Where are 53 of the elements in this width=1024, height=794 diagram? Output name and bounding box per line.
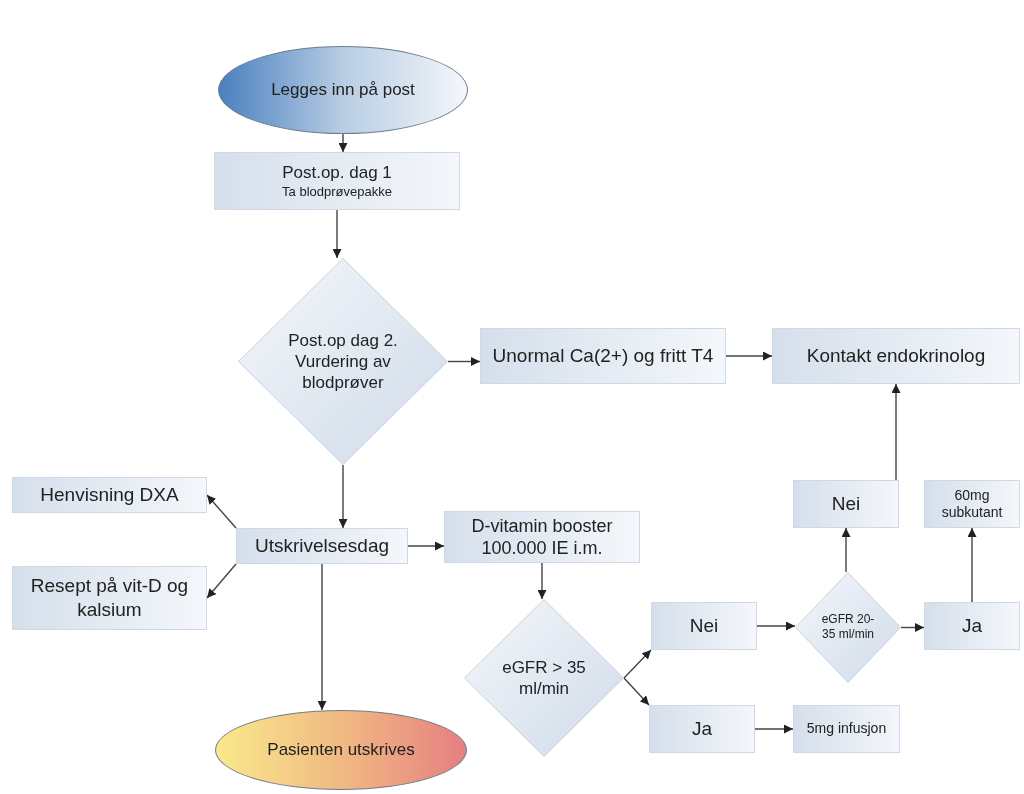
node-text: 5mg infusjon — [806, 720, 887, 738]
process-box — [12, 566, 207, 630]
node-text: eGFR 20-35 ml/min — [820, 612, 876, 643]
node-text: Ta blodprøvepakke — [282, 183, 392, 200]
node-text: Ja — [691, 717, 713, 741]
arrow — [725, 351, 773, 361]
arrow — [623, 677, 650, 706]
node-text: 60mg subkutant — [940, 486, 1004, 522]
decision-diamond — [464, 599, 624, 757]
node-text: Utskrivelsesdag — [254, 534, 390, 558]
arrow — [338, 133, 348, 153]
node-text: Post.op dag 2. Vurdering av blodprøver — [287, 329, 399, 394]
process-box — [480, 328, 726, 384]
decision-diamond — [238, 258, 448, 465]
node-text: eGFR > 35 ml/min — [501, 656, 587, 700]
process-box — [793, 480, 899, 528]
arrow — [967, 527, 977, 603]
arrow — [317, 563, 327, 711]
decision-diamond — [795, 572, 901, 683]
arrow — [447, 357, 481, 366]
node-text: Ja — [961, 614, 983, 638]
arrow — [206, 563, 237, 599]
arrow — [756, 621, 796, 631]
process-box — [651, 602, 757, 650]
arrow — [537, 562, 547, 600]
arrow — [754, 724, 794, 734]
process-box — [772, 328, 1020, 384]
process-box — [214, 152, 460, 210]
arrow — [338, 464, 348, 529]
node-text: Kontakt endokrinolog — [806, 344, 986, 368]
node-text: Post.op. dag 1 — [282, 162, 392, 184]
process-box — [236, 528, 408, 564]
node-text: Nei — [689, 614, 719, 638]
node-text: Henvisning DXA — [40, 483, 179, 507]
node-text: Nei — [831, 492, 861, 516]
node-text: Legges inn på post — [271, 79, 415, 101]
arrow — [891, 383, 901, 481]
process-box — [924, 480, 1020, 528]
process-box — [649, 705, 755, 753]
process-box — [444, 511, 640, 563]
arrow — [841, 527, 851, 573]
arrow — [332, 209, 342, 259]
arrow — [900, 623, 925, 632]
arrow — [206, 494, 237, 529]
process-box — [793, 705, 900, 753]
process-box — [924, 602, 1020, 650]
node-text: Resept på vit-D og kalsium — [29, 574, 190, 622]
node-text: D-vitamin booster 100.000 IE i.m. — [470, 514, 614, 560]
arrow — [407, 541, 445, 551]
node-text: Unormal Ca(2+) og fritt T4 — [492, 344, 714, 368]
arrow — [623, 649, 652, 679]
process-box — [12, 477, 207, 513]
node-text: Pasienten utskrives — [267, 739, 415, 761]
